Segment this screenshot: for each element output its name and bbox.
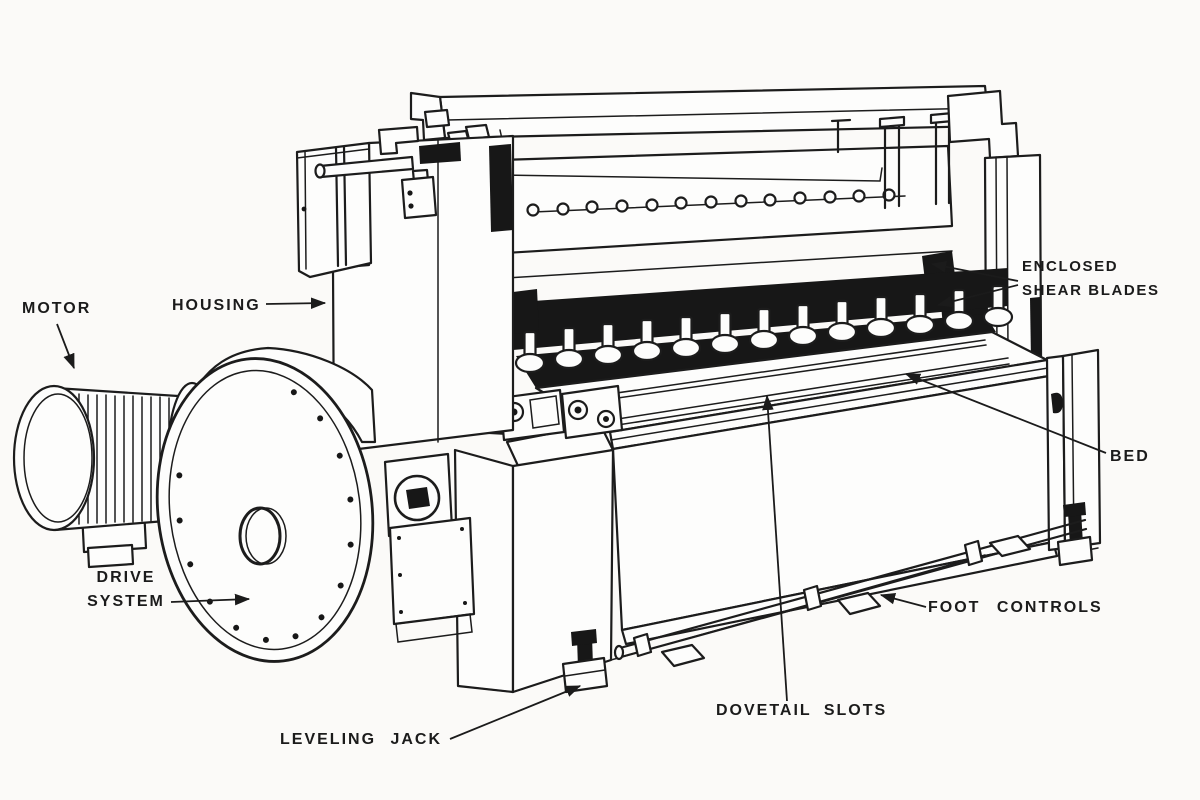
overhead-rail — [409, 84, 991, 146]
shear-blades-leader-line-lower — [936, 284, 1019, 308]
shear-blades-leader-line-upper — [930, 261, 1019, 282]
label-enclosed-shear-blades-line2: SHEAR BLADES — [1022, 282, 1160, 299]
foot-controls-leader-line — [879, 593, 927, 608]
label-drive-system: DRIVE SYSTEM — [74, 566, 178, 614]
label-drive-system-line2: SYSTEM — [87, 593, 165, 610]
housing-side-panel — [295, 141, 373, 279]
drive-system — [12, 346, 476, 663]
electrical-panel — [383, 452, 476, 643]
label-bed: BED — [1110, 448, 1150, 465]
dovetail-slots-leader-line — [762, 394, 788, 702]
upper-beam — [498, 111, 955, 279]
right-leg — [1045, 348, 1102, 567]
foot-pedal — [660, 643, 706, 668]
foot-pedal — [988, 534, 1032, 558]
foot-controls — [613, 518, 1088, 668]
right-leveling-jack — [1056, 502, 1094, 567]
leveling-jack — [561, 629, 609, 694]
blade-area — [505, 268, 1014, 388]
label-dovetail-slots: DOVETAIL SLOTS — [716, 702, 888, 719]
flywheel-bolts — [176, 389, 354, 643]
leader-lines — [56, 261, 1107, 740]
label-enclosed-shear-blades-line1: ENCLOSED — [1022, 258, 1119, 275]
drive-system-leader-line — [170, 593, 251, 606]
junction-box — [400, 168, 438, 220]
label-housing: HOUSING — [172, 297, 261, 314]
label-leveling-jack: LEVELING JACK — [280, 731, 443, 748]
label-drive-system-line1: DRIVE — [96, 569, 156, 586]
housing-leader-line — [265, 297, 327, 310]
label-motor: MOTOR — [22, 300, 92, 317]
label-enclosed-shear-blades: ENCLOSED SHEAR BLADES — [1022, 255, 1160, 303]
bed-leader-line — [904, 373, 1107, 454]
label-foot-controls: FOOT CONTROLS — [928, 599, 1103, 616]
leveling-jack-leader-line — [449, 685, 582, 740]
motor-leader-line — [56, 323, 75, 370]
hold-down-feet — [514, 284, 1014, 374]
foot-pedal — [836, 591, 882, 616]
housing-column — [295, 108, 515, 454]
beam-bolts — [526, 188, 896, 217]
